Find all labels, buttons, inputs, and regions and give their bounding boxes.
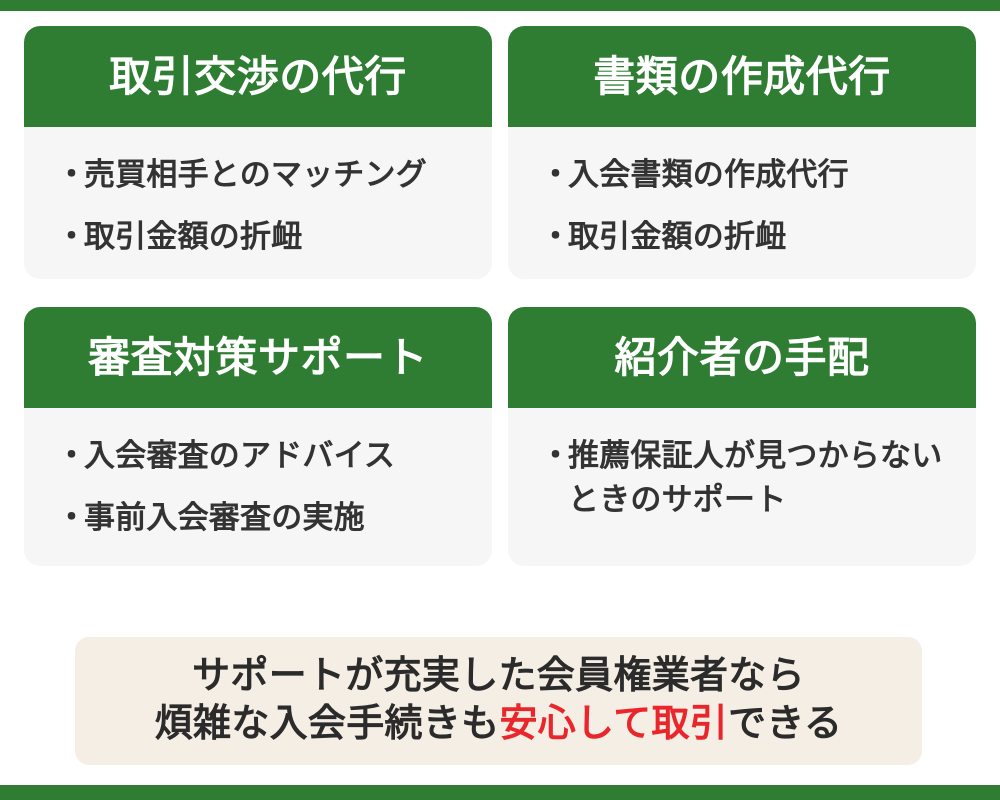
summary-text-prefix: 煩雑な入会手続きも [154,703,500,745]
summary-text-suffix: できる [728,703,843,745]
list-item-label: 入会審査のアドバイス [84,438,396,474]
bullet-dot-icon: ・ [56,219,88,255]
list-item: ・ 取引金額の折衄 [54,215,466,259]
bullet-dot-icon: ・ [56,438,88,474]
feature-card-grid: 取引交渉の代行 ・ 売買相手とのマッチング ・ 取引金額の折衄 書類の作成代行 [24,26,976,567]
feature-card-screening-support: 審査対策サポート ・ 入会審査のアドバイス ・ 事前入会審査の実施 [24,307,492,567]
list-item: ・ 入会審査のアドバイス [54,434,466,478]
list-item-label: 売買相手とのマッチング [84,157,427,192]
summary-banner-line-1: サポートが充実した会員権業者なら [192,655,805,698]
feature-card-title: 紹介者の手配 [508,307,976,409]
bullet-dot-icon: ・ [540,438,572,474]
feature-card-body: ・ 売買相手とのマッチング ・ 取引金額の折衄 [24,127,492,279]
list-item: ・ 取引金額の折衄 [538,215,950,259]
feature-bullet-list: ・ 推薦保証人が見つからないときのサポート [538,434,950,522]
summary-text-highlight: 安心して取引 [499,703,729,745]
list-item-label: 取引金額の折衄 [568,219,787,255]
feature-card-title: 書類の作成代行 [508,26,976,127]
list-item-label: 入会書類の作成代行 [568,157,849,192]
feature-bullet-list: ・ 売買相手とのマッチング ・ 取引金額の折衄 [54,153,466,259]
feature-card-referrer-arrangement: 紹介者の手配 ・ 推薦保証人が見つからないときのサポート [508,307,976,567]
list-item: ・ 推薦保証人が見つからないときのサポート [538,434,950,522]
list-item-label: 事前入会審査の実施 [84,500,365,536]
bullet-dot-icon: ・ [540,157,572,192]
feature-bullet-list: ・ 入会審査のアドバイス ・ 事前入会審査の実施 [54,434,466,540]
bottom-accent-rule [0,785,1000,800]
list-item-label: 推薦保証人が見つからないときのサポート [568,438,943,518]
bullet-dot-icon: ・ [56,500,88,536]
feature-card-documents: 書類の作成代行 ・ 入会書類の作成代行 ・ 取引金額の折衄 [508,26,976,280]
summary-banner-line-2: 煩雑な入会手続きも安心して取引できる [155,701,843,749]
top-accent-rule [0,0,1000,11]
list-item-label: 取引金額の折衄 [84,219,303,255]
list-item: ・ 事前入会審査の実施 [54,496,466,540]
feature-card-body: ・ 推薦保証人が見つからないときのサポート [508,408,976,566]
feature-card-body: ・ 入会書類の作成代行 ・ 取引金額の折衄 [508,127,976,279]
list-item: ・ 売買相手とのマッチング [54,153,466,197]
bullet-dot-icon: ・ [56,157,88,192]
feature-card-title: 取引交渉の代行 [24,26,492,127]
list-item: ・ 入会書類の作成代行 [538,153,950,197]
bullet-dot-icon: ・ [540,219,572,255]
feature-card-title: 審査対策サポート [24,307,492,409]
feature-card-negotiation: 取引交渉の代行 ・ 売買相手とのマッチング ・ 取引金額の折衄 [24,26,492,280]
feature-bullet-list: ・ 入会書類の作成代行 ・ 取引金額の折衄 [538,153,950,259]
summary-banner: サポートが充実した会員権業者なら 煩雑な入会手続きも安心して取引できる [75,637,922,765]
feature-card-body: ・ 入会審査のアドバイス ・ 事前入会審査の実施 [24,408,492,566]
